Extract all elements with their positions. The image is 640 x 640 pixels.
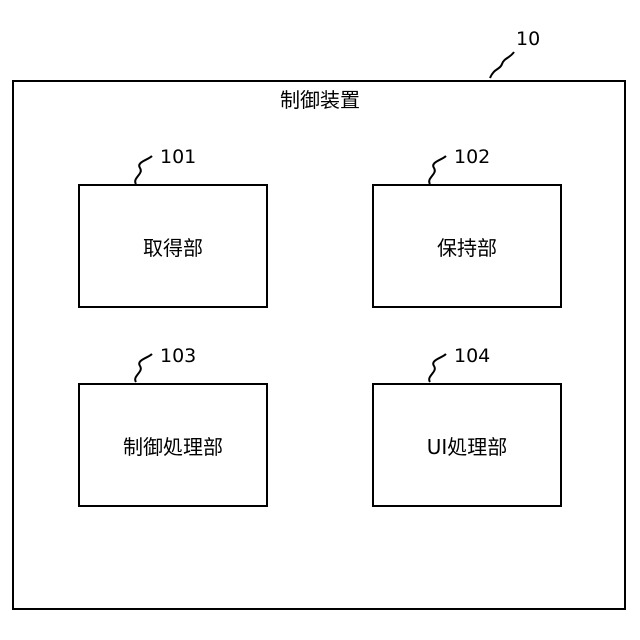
device-ref-label: 10 — [516, 28, 540, 50]
block-ui-processing-unit: UI処理部 — [372, 383, 562, 507]
block-ref-label-103: 103 — [160, 345, 196, 367]
block-ref-label-102: 102 — [454, 146, 490, 168]
device-title: 制御装置 — [0, 86, 640, 114]
block-acquisition-unit: 取得部 — [78, 184, 268, 308]
block-ref-label-104: 104 — [454, 345, 490, 367]
block-label: 保持部 — [437, 232, 497, 261]
block-label: 制御処理部 — [123, 431, 223, 460]
block-holding-unit: 保持部 — [372, 184, 562, 308]
control-device-box — [12, 80, 626, 610]
block-label: 取得部 — [143, 232, 203, 261]
block-ref-label-101: 101 — [160, 146, 196, 168]
leader-line-10 — [490, 52, 514, 78]
block-label: UI処理部 — [427, 431, 508, 460]
block-control-processing-unit: 制御処理部 — [78, 383, 268, 507]
